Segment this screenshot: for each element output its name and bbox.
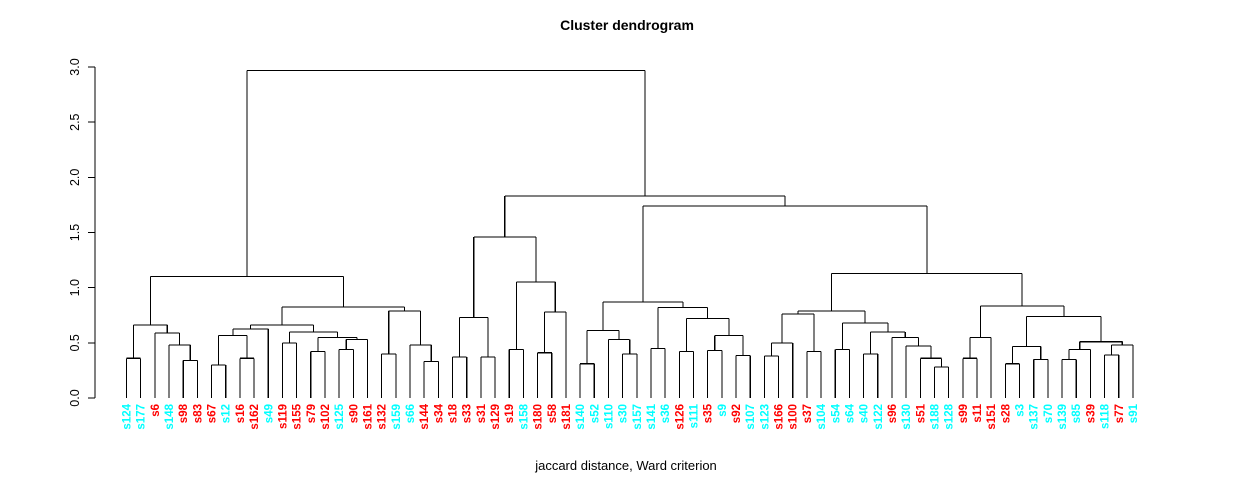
- leaf-label: s36: [660, 404, 672, 423]
- leaf-label: s119: [277, 404, 289, 429]
- leaf-label: s181: [561, 403, 573, 429]
- leaf-label: s110: [603, 404, 615, 429]
- leaf-label: s125: [334, 403, 346, 429]
- leaf-label: s79: [306, 404, 318, 423]
- leaf-label: s70: [1043, 404, 1055, 423]
- leaf-label: s148: [164, 403, 176, 429]
- leaf-label: s34: [433, 403, 445, 423]
- leaf-label: s151: [986, 403, 998, 429]
- leaf-label: s157: [632, 404, 644, 430]
- y-tick-label: 2.0: [68, 169, 82, 186]
- leaf-label: s104: [816, 403, 828, 429]
- leaf-label: s12: [221, 404, 233, 423]
- leaf-label: s111: [689, 403, 701, 428]
- leaf-label: s83: [192, 404, 204, 423]
- leaf-label: s58: [547, 403, 559, 423]
- leaf-label: s54: [830, 403, 842, 423]
- leaf-label: s129: [490, 404, 502, 430]
- leaf-label: s28: [1000, 403, 1012, 423]
- leaf-label: s126: [674, 404, 686, 430]
- leaf-label: s77: [1114, 404, 1126, 423]
- x-axis-label: jaccard distance, Ward criterion: [534, 458, 717, 473]
- leaf-label: s107: [745, 404, 757, 430]
- leaf-label: s130: [901, 404, 913, 430]
- leaf-label: s161: [362, 403, 374, 429]
- leaf-label: s144: [419, 403, 431, 429]
- leaf-label: s177: [136, 404, 148, 430]
- y-tick-label: 1.0: [68, 279, 82, 296]
- y-tick-label: 3.0: [68, 58, 82, 75]
- leaf-label: s92: [731, 404, 743, 423]
- leaf-label: s37: [802, 404, 814, 423]
- y-tick-label: 1.5: [68, 224, 82, 241]
- leaf-label: s158: [518, 403, 530, 429]
- leaf-label: s159: [391, 404, 403, 430]
- y-tick-label: 2.5: [68, 113, 82, 130]
- y-tick-label: 0.5: [68, 334, 82, 351]
- leaf-label: s6: [150, 404, 162, 417]
- leaf-label: s155: [292, 403, 304, 429]
- leaf-label: s137: [1029, 404, 1041, 430]
- dendrogram-tree: [125, 69, 1134, 398]
- leaf-label: s96: [887, 404, 899, 423]
- leaf-label: s85: [1071, 403, 1083, 423]
- leaf-label: s124: [122, 403, 134, 429]
- leaf-label: s122: [873, 404, 885, 430]
- leaf-label: s51: [915, 403, 927, 423]
- leaf-label: s31: [476, 403, 488, 423]
- leaf-label: s66: [405, 404, 417, 423]
- leaf-label: s128: [944, 403, 956, 429]
- leaf-label: s40: [859, 404, 871, 423]
- leaf-label: s67: [207, 404, 219, 423]
- leaf-label: s52: [589, 404, 601, 423]
- leaf-label: s132: [377, 404, 389, 430]
- leaf-label: s91: [1128, 403, 1140, 423]
- leaf-label: s139: [1057, 404, 1069, 430]
- leaf-label: s98: [178, 403, 190, 423]
- leaf-label: s39: [1085, 404, 1097, 423]
- leaf-label: s19: [504, 404, 516, 423]
- leaf-label: s123: [759, 404, 771, 430]
- chart-title: Cluster dendrogram: [560, 17, 694, 33]
- leaf-label: s49: [263, 404, 275, 423]
- leaf-label: s162: [249, 404, 261, 430]
- leaf-label: s64: [844, 403, 856, 423]
- leaf-label: s3: [1015, 404, 1027, 417]
- leaf-label: s18: [448, 403, 460, 423]
- leaf-label: s141: [646, 403, 658, 429]
- leaf-label: s166: [774, 404, 786, 430]
- leaf-label: s90: [348, 404, 360, 423]
- leaf-label: s180: [533, 404, 545, 430]
- y-tick-label: 0.0: [68, 389, 82, 406]
- y-axis: 0.0 0.5 1.0 1.5 2.0 2.5 3.0: [68, 58, 96, 407]
- leaf-label: s33: [462, 404, 474, 423]
- leaf-label: s118: [1100, 403, 1112, 429]
- leaf-label: s35: [703, 403, 715, 423]
- leaf-label: s188: [929, 403, 941, 429]
- leaf-label: s100: [788, 404, 800, 430]
- leaf-label: s30: [618, 404, 630, 423]
- leaf-label: s11: [972, 403, 984, 422]
- leaf-label: s140: [575, 404, 587, 430]
- leaf-label: s9: [717, 404, 729, 417]
- leaf-label: s99: [958, 404, 970, 423]
- leaf-label: s102: [320, 404, 332, 430]
- leaf-label: s16: [235, 404, 247, 423]
